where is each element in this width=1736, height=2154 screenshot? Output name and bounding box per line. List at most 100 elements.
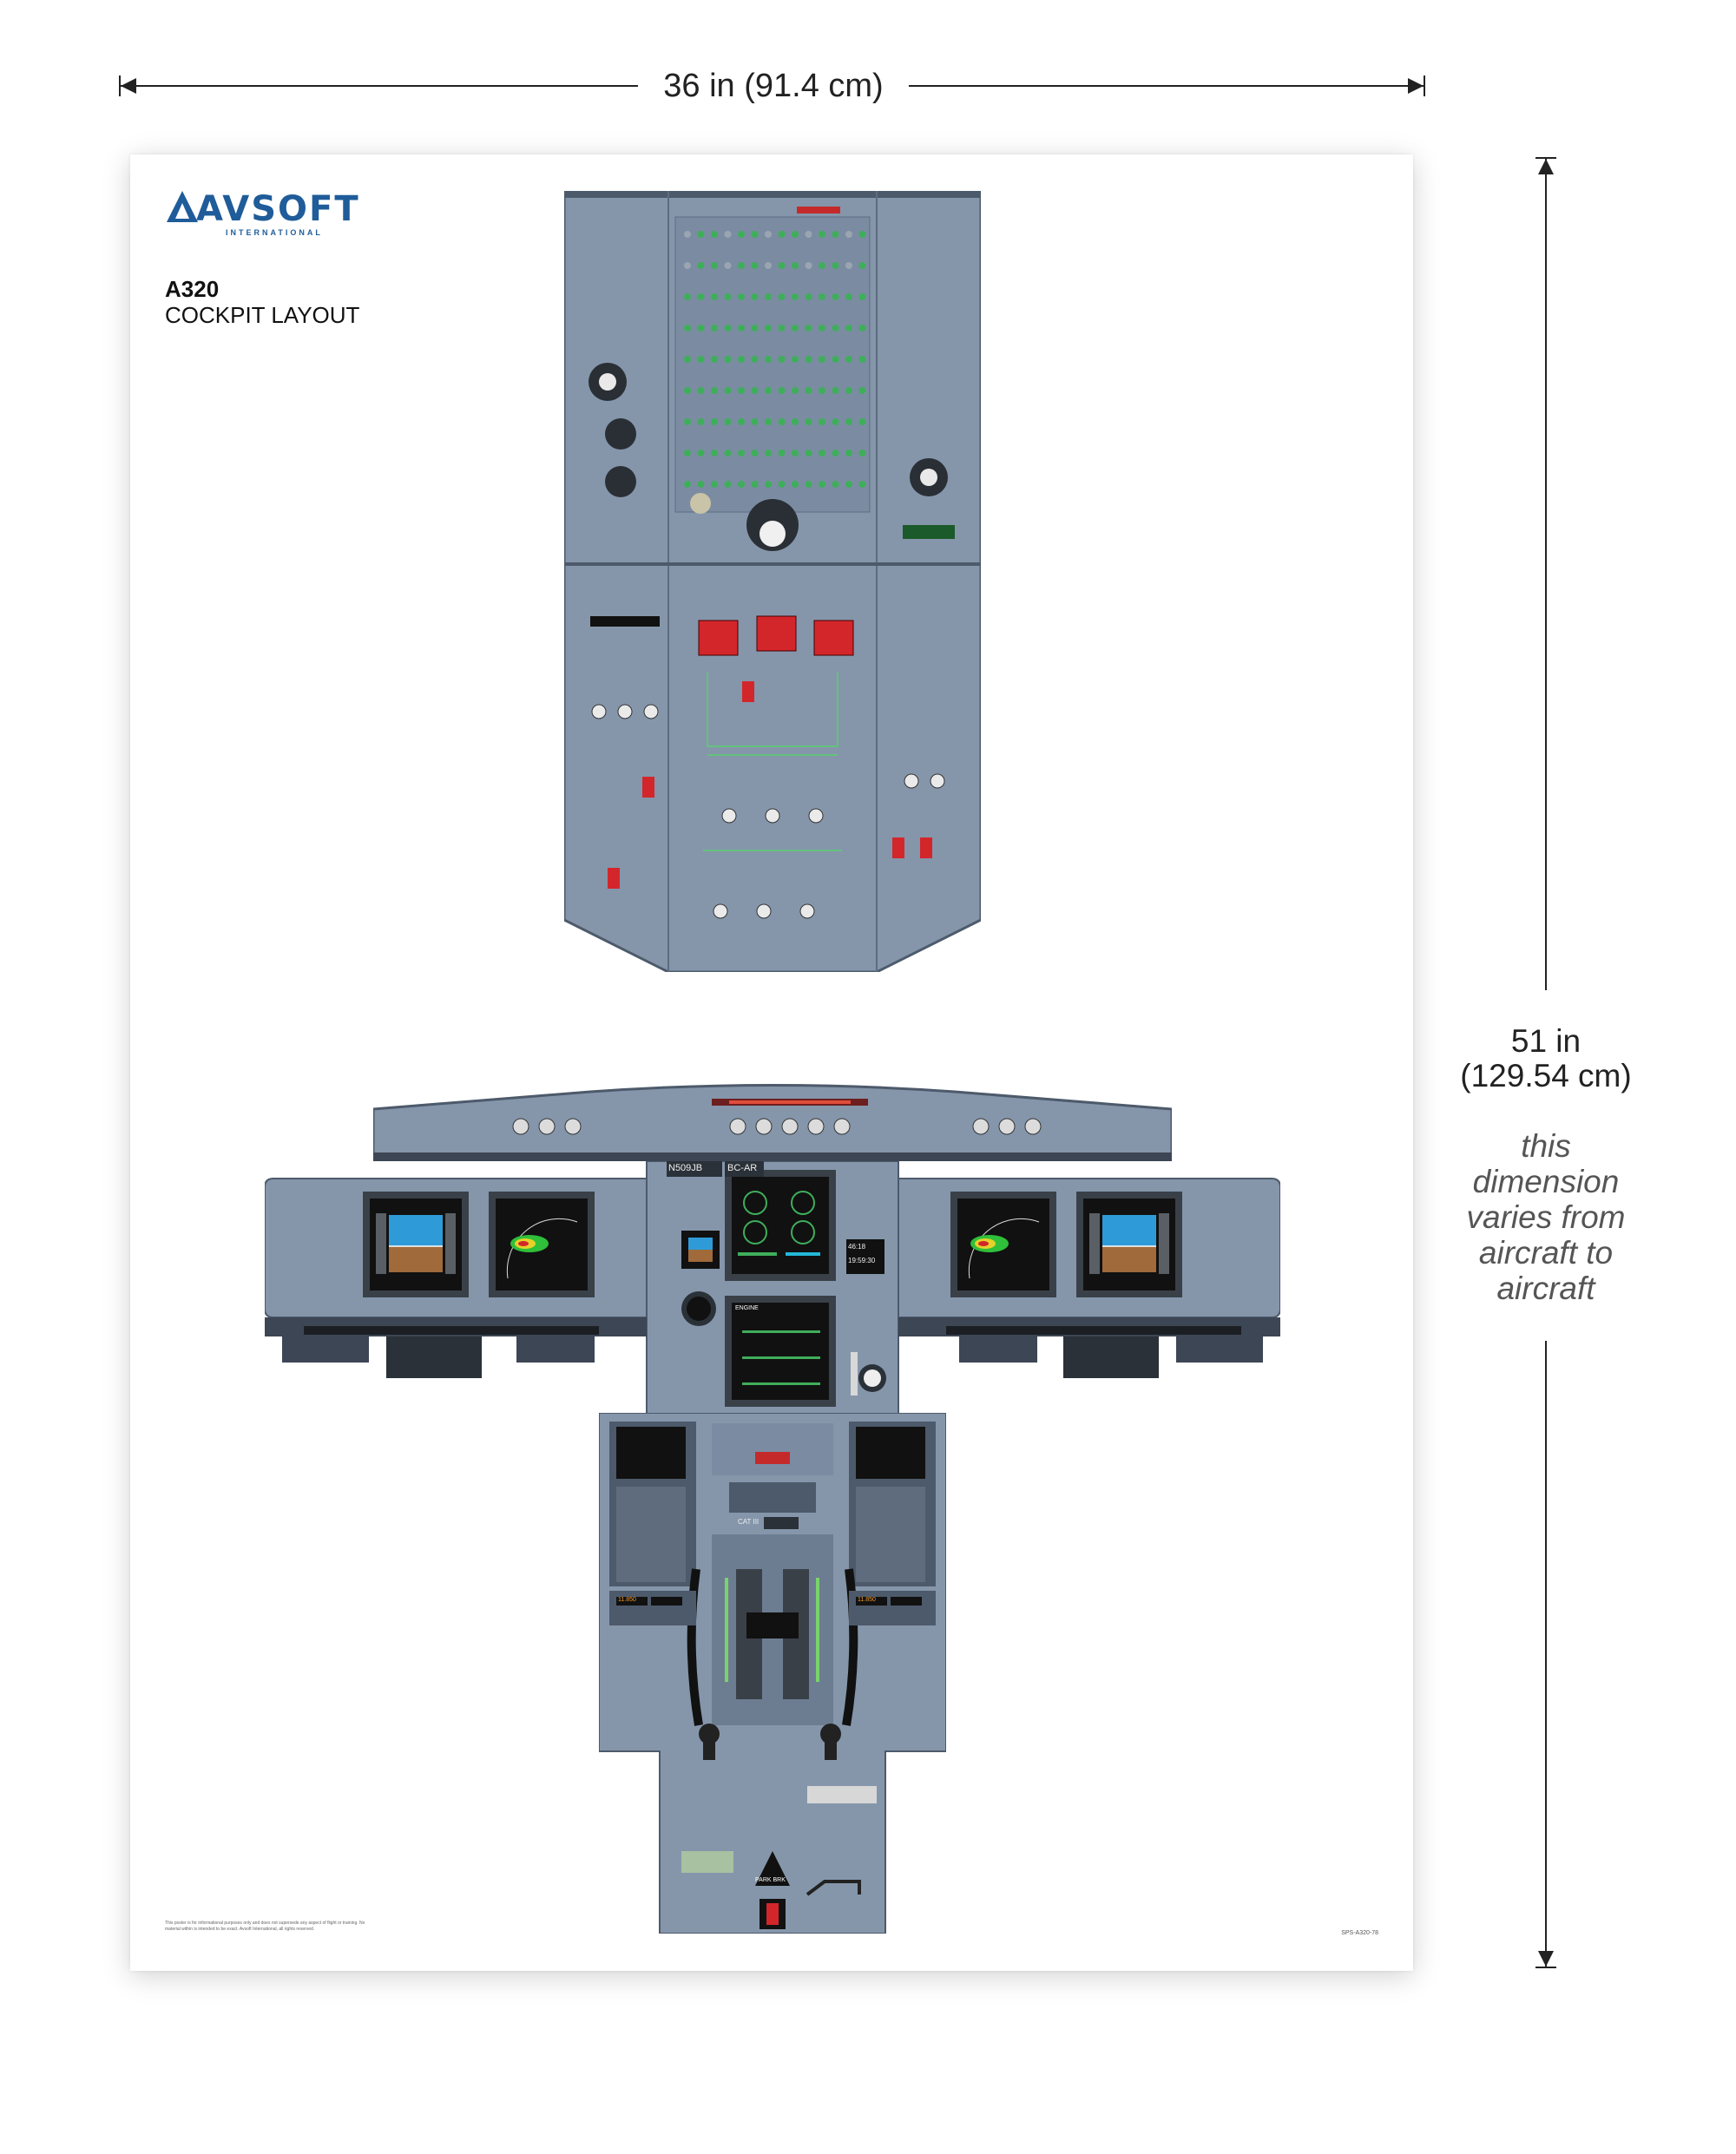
circuit-breaker[interactable] [778,356,786,363]
circuit-breaker[interactable] [751,262,759,269]
circuit-breaker[interactable] [711,450,718,456]
circuit-breaker[interactable] [765,450,772,456]
circuit-breaker[interactable] [765,325,772,332]
circuit-breaker[interactable] [819,262,825,269]
circuit-breaker[interactable] [738,481,745,488]
circuit-breaker[interactable] [697,293,705,300]
circuit-breaker[interactable] [765,231,772,238]
circuit-breaker[interactable] [845,325,852,332]
circuit-breaker[interactable] [792,481,799,488]
circuit-breaker[interactable] [751,231,759,238]
circuit-breaker[interactable] [711,387,718,394]
circuit-breaker[interactable] [805,387,812,394]
circuit-breaker[interactable] [697,450,705,456]
circuit-breaker[interactable] [792,325,799,332]
circuit-breaker[interactable] [724,325,732,332]
circuit-breaker[interactable] [832,356,839,363]
circuit-breaker[interactable] [684,418,691,425]
circuit-breaker[interactable] [778,231,786,238]
circuit-breaker[interactable] [751,481,759,488]
circuit-breaker[interactable] [684,356,691,363]
fcu-knob[interactable] [807,1118,825,1135]
circuit-breaker[interactable] [858,293,866,300]
circuit-breaker[interactable] [805,231,812,238]
fcu-knob[interactable] [512,1118,529,1135]
circuit-breaker[interactable] [858,418,866,425]
circuit-breaker[interactable] [858,262,866,269]
circuit-breaker[interactable] [819,356,825,363]
circuit-breaker[interactable] [845,418,852,425]
fcu-knob[interactable] [538,1118,556,1135]
rotary-knob[interactable] [756,903,772,919]
circuit-breaker[interactable] [805,450,812,456]
circuit-breaker[interactable] [751,293,759,300]
rotary-knob[interactable] [617,704,633,719]
circuit-breaker[interactable] [858,450,866,456]
fcu-knob[interactable] [781,1118,799,1135]
circuit-breaker[interactable] [845,293,852,300]
circuit-breaker[interactable] [778,418,786,425]
rotary-knob[interactable] [808,808,824,824]
circuit-breaker[interactable] [765,481,772,488]
circuit-breaker[interactable] [819,231,825,238]
rotary-knob[interactable] [904,773,919,789]
circuit-breaker[interactable] [738,262,745,269]
circuit-breaker[interactable] [724,231,732,238]
circuit-breaker[interactable] [765,293,772,300]
circuit-breaker[interactable] [792,387,799,394]
circuit-breaker[interactable] [751,356,759,363]
circuit-breaker[interactable] [805,418,812,425]
circuit-breaker[interactable] [751,325,759,332]
circuit-breaker[interactable] [765,262,772,269]
circuit-breaker[interactable] [819,387,825,394]
circuit-breaker[interactable] [778,450,786,456]
circuit-breaker[interactable] [832,418,839,425]
circuit-breaker[interactable] [778,293,786,300]
circuit-breaker[interactable] [845,356,852,363]
circuit-breaker[interactable] [697,418,705,425]
circuit-breaker[interactable] [805,325,812,332]
circuit-breaker[interactable] [697,325,705,332]
circuit-breaker[interactable] [845,262,852,269]
circuit-breaker[interactable] [832,262,839,269]
rotary-knob[interactable] [591,704,607,719]
circuit-breaker[interactable] [697,387,705,394]
circuit-breaker[interactable] [711,418,718,425]
fcu-knob[interactable] [564,1118,582,1135]
circuit-breaker[interactable] [738,356,745,363]
circuit-breaker[interactable] [858,325,866,332]
fcu-knob[interactable] [755,1118,773,1135]
circuit-breaker[interactable] [711,325,718,332]
circuit-breaker[interactable] [832,450,839,456]
circuit-breaker[interactable] [832,481,839,488]
circuit-breaker[interactable] [738,293,745,300]
circuit-breaker[interactable] [778,262,786,269]
circuit-breaker[interactable] [765,418,772,425]
circuit-breaker[interactable] [858,387,866,394]
circuit-breaker[interactable] [845,387,852,394]
circuit-breaker[interactable] [858,231,866,238]
circuit-breaker[interactable] [751,387,759,394]
fcu-knob[interactable] [1024,1118,1042,1135]
circuit-breaker[interactable] [697,262,705,269]
circuit-breaker[interactable] [738,418,745,425]
circuit-breaker[interactable] [724,356,732,363]
circuit-breaker[interactable] [684,387,691,394]
circuit-breaker[interactable] [697,231,705,238]
circuit-breaker[interactable] [724,418,732,425]
circuit-breaker[interactable] [684,262,691,269]
circuit-breaker[interactable] [684,231,691,238]
circuit-breaker[interactable] [819,325,825,332]
fcu-knob[interactable] [998,1118,1016,1135]
fcu-knob[interactable] [729,1118,746,1135]
circuit-breaker[interactable] [805,262,812,269]
circuit-breaker[interactable] [805,481,812,488]
circuit-breaker[interactable] [832,231,839,238]
rotary-knob[interactable] [721,808,737,824]
circuit-breaker[interactable] [792,231,799,238]
circuit-breaker[interactable] [738,231,745,238]
circuit-breaker[interactable] [724,481,732,488]
circuit-breaker[interactable] [832,293,839,300]
circuit-breaker[interactable] [845,450,852,456]
circuit-breaker[interactable] [711,481,718,488]
